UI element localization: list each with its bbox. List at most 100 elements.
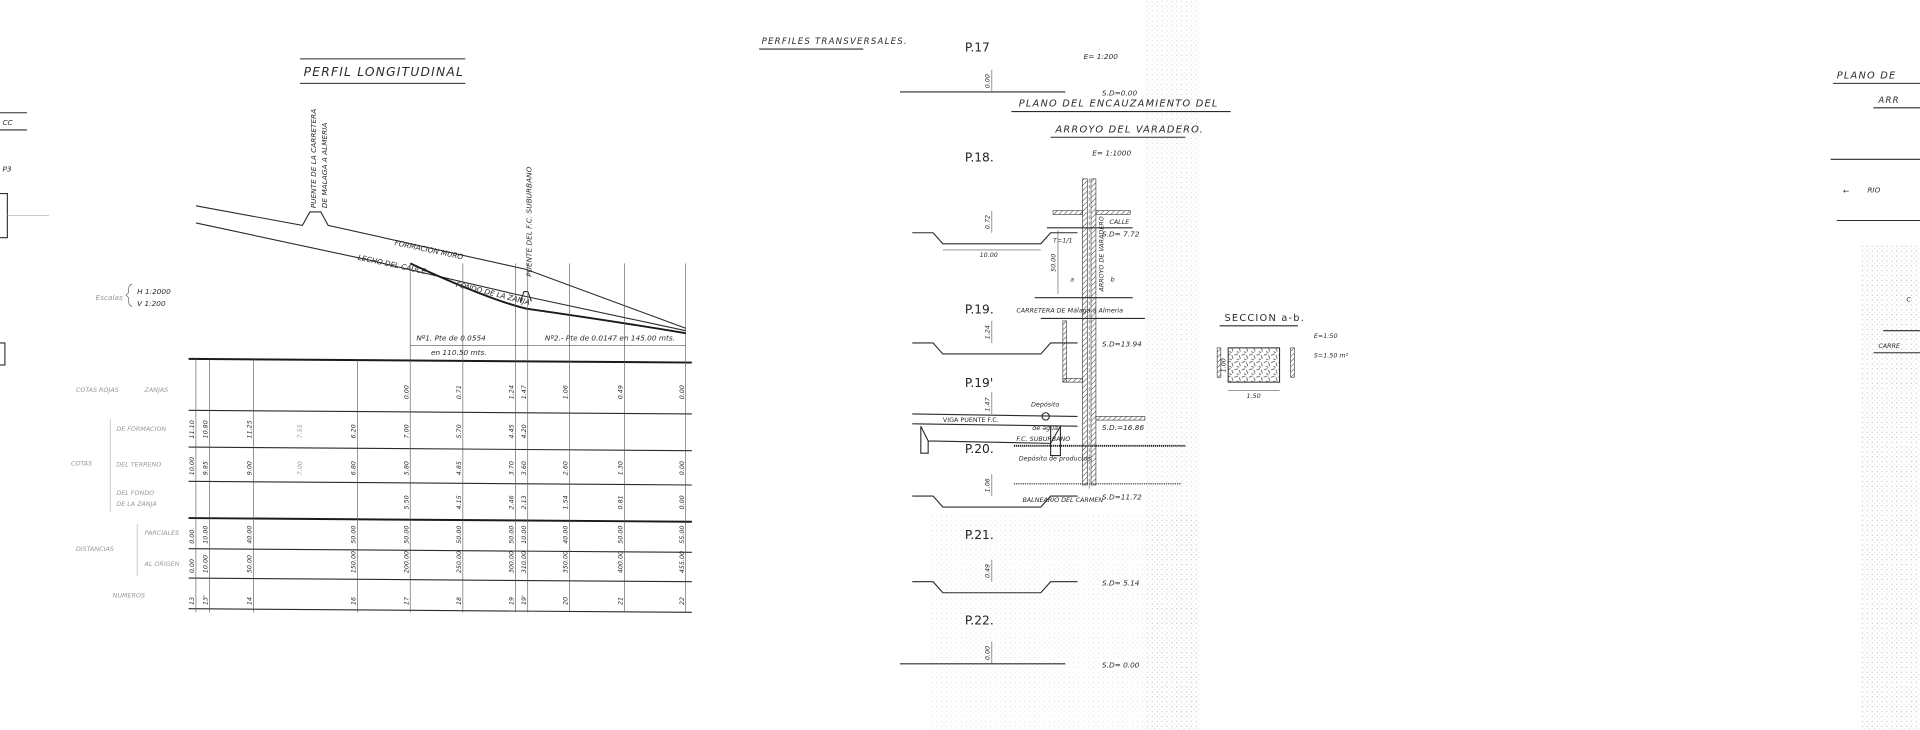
label-numeros: NUMEROS	[113, 593, 145, 600]
table-cell-parcial: 10.00	[203, 526, 210, 544]
table-cell-formacion: 11.10	[189, 420, 196, 438]
table-cell-formacion: 4.45	[509, 424, 516, 438]
right-title-1: PLANO DE	[1837, 70, 1897, 81]
table-cell-fondo: 2.46	[509, 495, 516, 509]
label-fondo-2: DE LA ZANJA	[116, 501, 157, 508]
table-cell-num: 19	[509, 597, 516, 605]
label-cotas-rojas: COTAS ROJAS	[76, 387, 119, 394]
bridge-rail-label: PUENTE DEL F.C. SUBURBANO	[524, 166, 533, 276]
table-cell-parcial: 50.00	[403, 526, 410, 544]
section-height: 0.49	[984, 564, 991, 578]
table-cell-origen: 310.00	[521, 551, 528, 573]
section-sd: S.D= 5.14	[1102, 578, 1140, 587]
channel-plan: PLANO DEL ENCAUZAMIENTO DEL ARROYO DEL V…	[1011, 99, 1231, 504]
table-cell-fondo: 4.15	[456, 495, 463, 509]
plan-title-2: ARROYO DEL VARADERO.	[1055, 124, 1204, 135]
table-cell-origen: 50.00	[247, 555, 254, 573]
bridge-beam-label: VIGA PUENTE F.C.	[943, 417, 999, 424]
table-cell-formacion: 6.20	[351, 424, 358, 438]
table-cell-parcial: 10.00	[521, 526, 528, 544]
productos-label: Depósito de productos.	[1019, 455, 1093, 463]
table-cell-roja: 0.00	[403, 385, 410, 399]
section-name: P.22.	[965, 614, 994, 628]
length-label: 50.00	[1051, 254, 1058, 272]
scan-noise	[930, 514, 1200, 730]
section-sd: S.D= 0.00	[1102, 660, 1140, 669]
river-label: RIO	[1867, 185, 1880, 194]
table-cell-terreno: 3.70	[509, 461, 516, 475]
right-fold-shadow	[1861, 245, 1920, 730]
section-sd: S.D=13.94	[1102, 340, 1142, 349]
arroyo-label: ARROYO DE VARADERO	[1098, 216, 1105, 292]
carretera-label: CARRETERA DE Málaga a Almeria	[1016, 306, 1123, 314]
table-cell-terreno: 5.80	[403, 461, 410, 475]
table-cell-terreno: 7.00	[297, 461, 304, 475]
table-cell-parcial: 50.00	[456, 526, 463, 544]
right-label-c: C	[1907, 296, 1912, 303]
section-ab: SECCION a-b. E=1:50 S=1.50 m² 1.50 1.00	[1216, 313, 1349, 400]
cross-section: P.20.1.06S.D=11.72	[912, 442, 1142, 508]
bridge-road-label-2: DE MALAGA A ALMERIA	[320, 123, 329, 209]
section-ab-height: 1.00	[1221, 358, 1228, 372]
table-cell-num: 13'	[203, 595, 210, 605]
table-cell-terreno: 6.80	[351, 461, 358, 475]
table-cell-roja: 0.71	[456, 385, 463, 399]
rail-bridge-mark	[519, 290, 532, 302]
balneario-label: BALNEARIO DEL CARMEN	[1022, 497, 1103, 504]
section-width: 10.00	[980, 252, 998, 259]
table-cell-fondo: 2.13	[521, 495, 528, 509]
section-ab-width: 1.50	[1247, 393, 1261, 400]
table-cell-origen: 400.00	[618, 551, 625, 573]
section-talud: T=1/1	[1053, 238, 1072, 245]
calle-label: CALLE	[1109, 219, 1129, 226]
profile-title: PERFIL LONGITUDINAL	[304, 65, 464, 79]
table-cell-parcial: 40.00	[563, 526, 570, 544]
formacion-line	[195, 205, 686, 329]
table-cell-formacion: 4.20	[521, 424, 528, 438]
table-cell-fondo: 0.81	[618, 495, 625, 509]
section-name: P.18.	[965, 151, 994, 165]
section-sd: S.D=11.72	[1102, 493, 1142, 502]
table-cell-terreno: 0.00	[679, 461, 686, 475]
scale-note: Escalas H 1:2000 V 1:200	[96, 283, 171, 308]
section-name: P.20.	[965, 442, 994, 456]
fondo-label: FONDO DE LA ZANJA	[455, 280, 531, 307]
scale-v: V 1:200	[137, 299, 166, 308]
section-ab-title: SECCION a-b.	[1224, 313, 1305, 324]
table-cell-num: 20	[563, 597, 570, 605]
table-cell-roja: 1.47	[521, 385, 528, 399]
gravel-fill	[1227, 347, 1281, 383]
deposito-label-2: de agua	[1032, 425, 1058, 432]
section-name: P.17	[965, 41, 990, 55]
table-cell-formacion: 10.80	[203, 420, 210, 438]
fragment-title: CC	[2, 118, 13, 127]
table-cell-formacion: 11.25	[247, 420, 254, 438]
table-cell-terreno: 4.85	[456, 461, 463, 475]
channel-wall-left	[1082, 178, 1088, 486]
section-height: 1.47	[984, 397, 991, 411]
table-cell-origen: 0.00	[189, 559, 196, 573]
label-terreno: DEL TERRENO	[116, 462, 161, 469]
table-cell-origen: 150.00	[351, 551, 358, 573]
scales-label: Escalas	[96, 293, 123, 302]
cross-sections: PERFILES TRANSVERSALES. E= 1:200 P.170.0…	[759, 37, 1144, 669]
table-cell-formacion: 7.00	[403, 424, 410, 438]
table-cell-parcial: 50.00	[351, 526, 358, 544]
label-formacion: DE FORMACION	[116, 426, 166, 433]
point-a: a	[1070, 277, 1074, 284]
table-cell-formacion: 5.70	[456, 424, 463, 438]
table-cell-num: 19'	[521, 595, 528, 605]
table-cell-roja: 1.24	[509, 385, 516, 399]
formacion-label: FORMACION MURO	[394, 238, 464, 261]
